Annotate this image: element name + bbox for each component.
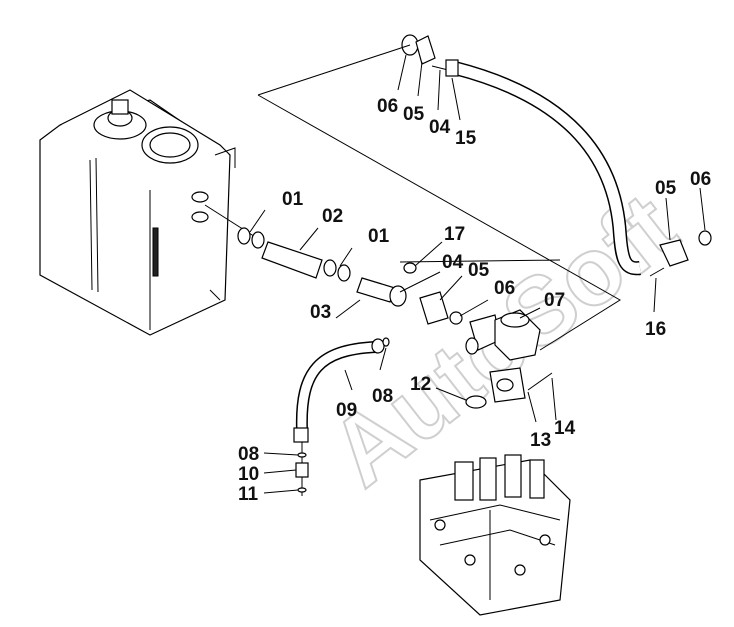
- leader-line: [204, 204, 261, 241]
- leader-lines: [249, 54, 706, 494]
- callout-labels: 06 05 04 15 05 06 16 01 02 01 17 04 05 0…: [238, 96, 711, 505]
- callout-16: 16: [645, 319, 666, 340]
- hydraulic-tank: [39, 89, 236, 336]
- callout-17: 17: [444, 224, 465, 245]
- tee-fitting: [465, 309, 553, 409]
- flange-plates: [403, 262, 501, 355]
- callout-01-left: 01: [282, 189, 304, 210]
- routing-lines: [257, 44, 621, 351]
- callout-05-mid: 05: [468, 260, 490, 281]
- callout-09: 09: [336, 400, 357, 421]
- hose-lower: [293, 337, 390, 496]
- callout-13: 13: [530, 430, 551, 451]
- callout-10: 10: [238, 464, 259, 485]
- callout-12: 12: [410, 374, 431, 395]
- callout-07: 07: [544, 290, 565, 311]
- callout-01-right: 01: [368, 226, 390, 247]
- callout-05-right: 05: [655, 178, 677, 199]
- callout-04-top: 04: [429, 117, 451, 138]
- callout-02: 02: [322, 206, 343, 227]
- callout-03: 03: [310, 302, 331, 323]
- callout-06-top-h: 06: [377, 96, 398, 117]
- callout-08-mid: 08: [372, 386, 393, 407]
- callout-06-right: 06: [690, 169, 711, 190]
- callout-06-mid: 06: [494, 278, 515, 299]
- callout-05-top: 05: [403, 104, 425, 125]
- callout-14: 14: [554, 418, 576, 439]
- callout-04-mid: 04: [442, 252, 464, 273]
- suction-pipe: [237, 227, 407, 307]
- callout-15: 15: [455, 128, 477, 149]
- control-valve: [419, 454, 571, 616]
- callout-11: 11: [238, 484, 259, 505]
- hose-upper: [401, 34, 712, 277]
- callout-08-lower: 08: [238, 444, 259, 465]
